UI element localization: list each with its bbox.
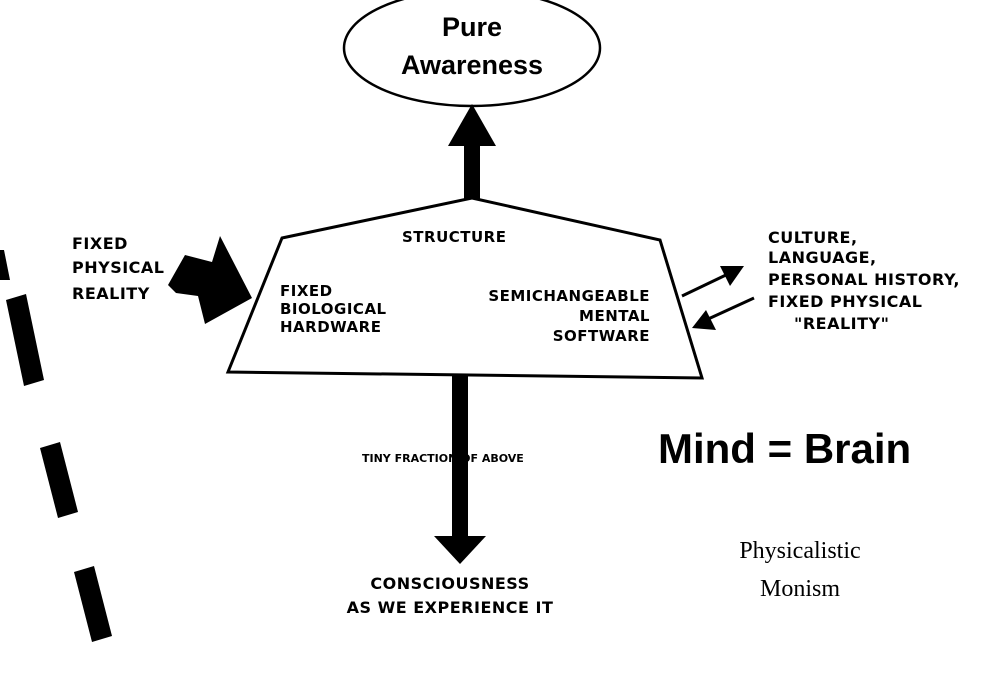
right-input-line2: LANGUAGE, xyxy=(768,248,877,267)
mind-equals-brain-heading: Mind = Brain xyxy=(658,425,912,472)
software-line3: SOFTWARE xyxy=(552,327,650,345)
right-input-line1: CULTURE, xyxy=(768,228,858,247)
caption-line1: Physicalistic xyxy=(739,538,861,564)
hardware-line1: FIXED xyxy=(280,282,333,300)
dash-1 xyxy=(6,294,44,386)
right-input-line3: PERSONAL HISTORY, xyxy=(768,270,960,289)
right-in-arrow-line xyxy=(705,296,755,322)
right-input-line5: "REALITY" xyxy=(794,314,890,333)
right-in-arrow-head xyxy=(692,310,716,330)
down-arrow-head xyxy=(434,536,486,564)
right-out-arrow-line xyxy=(681,272,729,298)
structure-label: STRUCTURE xyxy=(402,228,507,246)
tiny-fraction-label: TINY FRACTION OF ABOVE xyxy=(362,452,524,465)
dash-0 xyxy=(0,250,10,280)
left-input-line3: REALITY xyxy=(72,284,150,303)
left-input-line2: PHYSICAL xyxy=(72,258,165,277)
dash-2 xyxy=(40,442,78,518)
pure-awareness-line1: Pure xyxy=(441,12,503,42)
right-input-line4: FIXED PHYSICAL xyxy=(768,292,923,311)
hardware-line3: HARDWARE xyxy=(280,318,382,336)
pure-awareness-line2: Awareness xyxy=(400,50,544,80)
caption-line2: Monism xyxy=(759,576,840,602)
left-input-arrow xyxy=(168,236,252,324)
brain-trapezoid xyxy=(225,196,705,380)
right-out-arrow-head xyxy=(720,266,744,286)
dash-3 xyxy=(74,566,112,642)
consciousness-line2: AS WE EXPERIENCE IT xyxy=(346,598,554,617)
down-arrow-shaft xyxy=(452,374,468,540)
software-line2: MENTAL xyxy=(579,307,650,325)
hardware-line2: BIOLOGICAL xyxy=(280,300,387,318)
consciousness-line1: CONSCIOUSNESS xyxy=(370,574,530,593)
up-arrow-head xyxy=(448,104,496,146)
left-input-line1: FIXED xyxy=(72,234,128,253)
software-line1: SEMICHANGEABLE xyxy=(488,287,650,305)
